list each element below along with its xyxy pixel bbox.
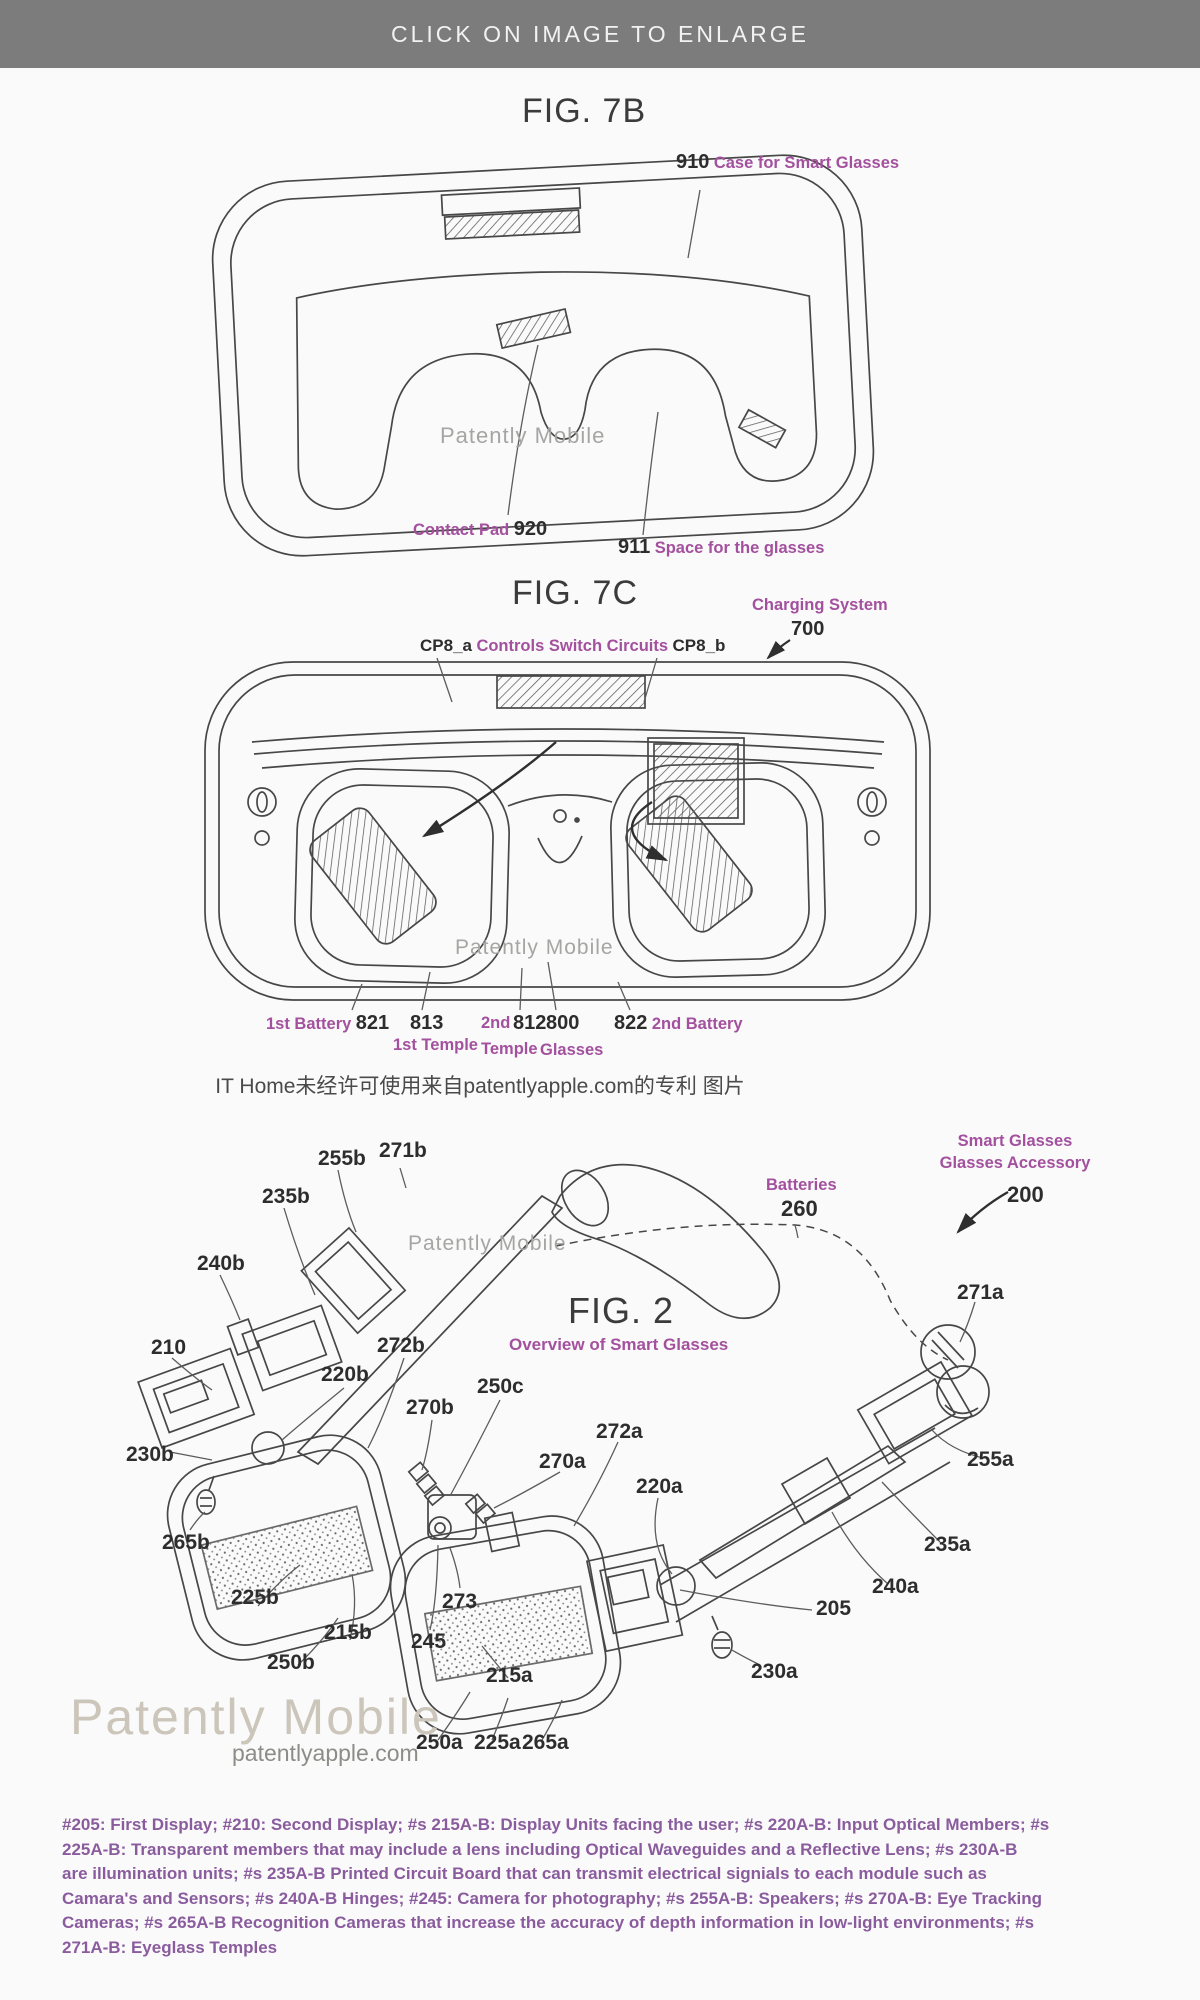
ref-812: 812 bbox=[513, 1012, 547, 1034]
fig7c-drawing bbox=[204, 639, 931, 1011]
ref-205: 205 bbox=[816, 1597, 852, 1620]
ref-225a: 225a bbox=[474, 1731, 521, 1754]
second-battery-text: 2nd Battery bbox=[651, 1015, 743, 1033]
label-cp8-controls: CP8_a Controls Switch Circuits CP8_b bbox=[420, 636, 725, 656]
ref-255b: 255b bbox=[318, 1147, 366, 1170]
legend-line: Cameras; #s 265A-B Recognition Cameras t… bbox=[62, 1913, 1035, 1932]
ref-910: 910 bbox=[676, 151, 710, 173]
ref-220a: 220a bbox=[636, 1475, 683, 1498]
ref-235a: 235a bbox=[924, 1533, 971, 1556]
fig7b-drawing bbox=[211, 154, 875, 557]
ref-822: 822 bbox=[614, 1012, 648, 1034]
copyright-notice: IT Home未经许可使用来自patentlyapple.com的专利 图片 bbox=[215, 1075, 745, 1098]
ref-920-text: Contact Pad bbox=[413, 521, 510, 539]
accessory-caption-line2: Glasses Accessory bbox=[939, 1154, 1091, 1172]
ref-cp8a: CP8_a bbox=[420, 636, 472, 655]
patentlyapple-site-text: patentlyapple.com bbox=[232, 1740, 419, 1766]
ref-920: 920 bbox=[513, 518, 548, 540]
figure-legend: #205: First Display; #210: Second Displa… bbox=[62, 1813, 1152, 1960]
ref-230b: 230b bbox=[126, 1443, 174, 1466]
legend-line: #205: First Display; #210: Second Displa… bbox=[62, 1815, 1050, 1834]
ref-273: 273 bbox=[442, 1590, 478, 1613]
ref-270a: 270a bbox=[539, 1450, 586, 1473]
batteries-text: Batteries bbox=[766, 1176, 837, 1194]
patently-mobile-logo: Patently Mobile bbox=[70, 1689, 442, 1745]
fig7c-watermark: Patently Mobile bbox=[455, 936, 614, 959]
ref-265a: 265a bbox=[522, 1731, 569, 1754]
controls-switch-circuits-text: Controls Switch Circuits bbox=[476, 637, 669, 655]
ref-813: 813 bbox=[410, 1012, 444, 1034]
label-822-second-battery: 822 2nd Battery bbox=[614, 1012, 743, 1035]
label-920-contact-pad: Contact Pad 920 bbox=[413, 518, 547, 541]
ref-235b: 235b bbox=[262, 1185, 310, 1208]
ref-911-text: Space for the glasses bbox=[654, 539, 825, 557]
enlarge-caption: CLICK ON IMAGE TO ENLARGE bbox=[391, 20, 809, 47]
accessory-caption-line1: Smart Glasses bbox=[957, 1132, 1073, 1150]
label-911-space-for-glasses: 911 Space for the glasses bbox=[618, 536, 824, 559]
ref-210: 210 bbox=[151, 1336, 187, 1359]
label-charging-system: Charging System bbox=[752, 596, 888, 614]
ref-250a: 250a bbox=[416, 1731, 463, 1754]
first-battery-text: 1st Battery bbox=[266, 1015, 352, 1033]
ref-272a: 272a bbox=[596, 1420, 643, 1443]
ref-911: 911 bbox=[618, 536, 651, 558]
ref-250b: 250b bbox=[267, 1651, 315, 1674]
label-910-case-for-smart-glasses: 910 Case for Smart Glasses bbox=[676, 151, 899, 174]
ref-cp8b: CP8_b bbox=[672, 636, 726, 655]
ref-821: 821 bbox=[355, 1012, 390, 1034]
first-temple-text: 1st Temple bbox=[393, 1036, 478, 1054]
fig7c-title: FIG. 7C bbox=[512, 574, 639, 612]
legend-line: 271A-B: Eyeglass Temples bbox=[62, 1937, 278, 1957]
ref-250c: 250c bbox=[477, 1375, 524, 1398]
enlarge-banner: CLICK ON IMAGE TO ENLARGE bbox=[0, 0, 1200, 68]
fig2-drawing bbox=[137, 1163, 1009, 1741]
legend-line: are illumination units; #s 235A-B Printe… bbox=[62, 1864, 987, 1883]
label-821-first-battery: 1st Battery 821 bbox=[266, 1012, 389, 1035]
ref-272b: 272b bbox=[377, 1334, 425, 1357]
fig2-subtitle: Overview of Smart Glasses bbox=[509, 1335, 729, 1354]
ref-271a: 271a bbox=[957, 1281, 1004, 1304]
ref-800: 800 bbox=[546, 1012, 580, 1034]
ref-260: 260 bbox=[781, 1196, 818, 1221]
ref-700: 700 bbox=[791, 618, 825, 640]
fig7b-watermark: Patently Mobile bbox=[440, 423, 606, 448]
ref-265b: 265b bbox=[162, 1531, 210, 1554]
legend-line: 225A-B: Transparent members that may inc… bbox=[62, 1839, 1018, 1859]
glasses-text: Glasses bbox=[540, 1041, 604, 1059]
fig2-watermark: Patently Mobile bbox=[408, 1232, 567, 1255]
ref-220b: 220b bbox=[321, 1363, 369, 1386]
ref-270b: 270b bbox=[406, 1396, 454, 1419]
ref-271b: 271b bbox=[379, 1139, 427, 1162]
second-temple-text-a: 2nd bbox=[481, 1014, 511, 1032]
ref-910-text: Case for Smart Glasses bbox=[713, 154, 900, 172]
ref-245: 245 bbox=[411, 1630, 447, 1653]
ref-255a: 255a bbox=[967, 1448, 1014, 1471]
ref-225b: 225b bbox=[231, 1586, 279, 1609]
second-temple-text-b: Temple bbox=[481, 1040, 538, 1058]
legend-line: Camara's and Sensors; #s 240A-B Hinges; … bbox=[62, 1888, 1043, 1908]
ref-215a: 215a bbox=[486, 1664, 533, 1687]
ref-240b: 240b bbox=[197, 1252, 245, 1275]
fig7b-title: FIG. 7B bbox=[522, 92, 647, 130]
ref-240a: 240a bbox=[872, 1575, 919, 1598]
ref-215b: 215b bbox=[324, 1621, 372, 1644]
ref-200: 200 bbox=[1007, 1182, 1044, 1207]
fig2-title: FIG. 2 bbox=[568, 1290, 675, 1331]
ref-230a: 230a bbox=[751, 1660, 798, 1683]
